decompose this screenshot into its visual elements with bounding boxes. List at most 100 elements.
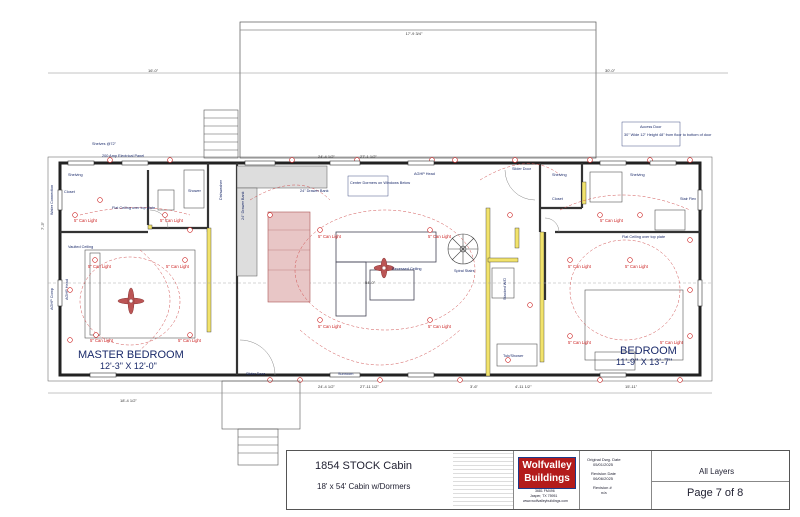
dim-c: 24'-4 1/2" <box>318 384 335 389</box>
dim-bottom-left: 18'-4 1/2" <box>120 398 137 403</box>
wiring <box>79 163 691 366</box>
note-center-dormer: Center Dormers on Windows Below <box>350 181 410 185</box>
note-shelves: Shelves @72" <box>92 142 117 146</box>
tb-title-cell: 1854 STOCK Cabin 18' x 54' Cabin w/Dorme… <box>287 451 454 509</box>
dim-d: 27'-11 1/2" <box>360 384 379 389</box>
rev-date-label: Revision Date <box>591 471 616 476</box>
dim-width-total: 54'-0" <box>365 280 376 285</box>
windows <box>57 160 703 378</box>
note-access-box <box>621 121 681 147</box>
note-dishwasher: Dishwasher <box>219 179 223 200</box>
master-fan <box>117 287 145 315</box>
layers-label: All Layers <box>699 467 735 476</box>
kitchen-counters <box>236 165 328 277</box>
can-light-label: 5" Can Light <box>428 324 452 329</box>
dim-f: 4'-11 1/2" <box>515 384 532 389</box>
brand-line-2: Buildings <box>524 473 570 484</box>
note-spiral: Spiral Stairs <box>454 269 475 273</box>
note-slider-r: Slider Door <box>512 167 532 171</box>
can-light-label: 5" Can Light <box>625 264 649 269</box>
brand-addr-2: Jasper, TX 75951 <box>530 494 558 498</box>
bath-fixtures <box>157 169 686 367</box>
note-access: Access Door <box>640 125 662 129</box>
rev-date: 06/06/2025 <box>593 476 614 481</box>
bedroom-bed <box>584 289 684 371</box>
brand-line-1: Wolfvalley <box>522 460 572 471</box>
note-dormer-box <box>347 175 389 197</box>
note-closet-l: Closet <box>64 190 76 194</box>
can-light-label: 5" Can Light <box>568 264 592 269</box>
note-stacked-wd: Stacked W/D <box>503 278 507 300</box>
orig-date: 05/01/2025 <box>593 462 614 467</box>
bedroom-name: BEDROOM <box>620 345 677 357</box>
note-stair: Stair Flex <box>680 197 696 201</box>
note-agdhp-top: AGHP Head <box>414 172 435 176</box>
rev-num-label: Revision # <box>593 485 612 490</box>
can-light-label: 5" Can Light <box>428 234 452 239</box>
can-light-label: 5" Can Light <box>90 338 114 343</box>
dim-b: 27'-1 1/2" <box>360 154 377 159</box>
living-fan <box>373 257 395 279</box>
can-light-label: 5" Can Light <box>318 324 342 329</box>
tb-notes-cell <box>453 451 514 509</box>
can-light-label: 5" Can Light <box>74 218 98 223</box>
dim-top-overall: 16'-0" <box>148 68 159 73</box>
tb-logo-cell <box>513 451 580 509</box>
note-recessed: Recessed Ceiling <box>392 267 422 271</box>
note-flat-ceiling-l: Flat Ceiling over top plate <box>112 206 155 210</box>
front-steps <box>221 380 301 466</box>
orig-date-label: Original Dwg. Date <box>587 457 621 462</box>
dim-top-wide: 17'-9 3/4" <box>406 31 423 36</box>
dim-e: 3'-6" <box>470 384 479 389</box>
note-sunroom: Sunroom <box>338 372 353 376</box>
tb-dates-cell: Original Dwg. Date 05/01/2025 Revision D… <box>579 451 652 509</box>
note-vaulted: Vaulted Ceiling <box>68 245 93 249</box>
kitchen-island <box>267 211 311 303</box>
stud-walls <box>147 181 587 377</box>
note-shelving-l: Shelving <box>68 173 83 177</box>
spiral-stairs <box>447 233 479 265</box>
exterior-walls <box>58 161 702 377</box>
company-logo: Wolfvalley Buildings <box>518 457 576 489</box>
bedroom-dims: 11'-9" X 13'-7" <box>616 357 672 367</box>
can-light-label: 5" Can Light <box>660 340 684 345</box>
can-light-label: 5" Can Light <box>178 338 202 343</box>
drawing-subtitle: 18' x 54' Cabin w/Dormers <box>317 482 411 491</box>
deck-stairs-top <box>203 109 239 159</box>
tb-divider <box>651 481 789 482</box>
drawing-title: 1854 STOCK Cabin <box>315 460 413 472</box>
note-shower: Shower <box>188 189 202 193</box>
deck-outline <box>239 21 597 159</box>
brand-web: www.wolfvalleybuildings.com <box>523 499 568 503</box>
note-shelving-r: Shelving <box>630 173 645 177</box>
master-bedroom-dims: 12'-3" X 12'-0" <box>100 361 157 371</box>
note-shelving-mid: Shelving <box>552 173 567 177</box>
rev-num: n/a <box>601 490 607 495</box>
can-light-label: 5" Can Light <box>88 264 112 269</box>
can-light-label: 5" Can Light <box>568 340 592 345</box>
note-agdhp-left: AGHP Head <box>65 279 69 300</box>
note-slider: Slider Door <box>246 372 266 376</box>
can-light-label: 5" Can Light <box>318 234 342 239</box>
dim-left-height: 7'-3" <box>40 221 45 230</box>
dim-a: 24'-4 1/2" <box>318 154 335 159</box>
can-light-label: 5" Can Light <box>600 218 624 223</box>
note-elec-panel: 200 Amp Electrical Panel <box>102 154 144 158</box>
dim-top-right: 30'-0" <box>605 68 616 73</box>
note-agdhp-comp: AGHP Comp <box>50 288 54 310</box>
note-access-sub: 30" Wide 12" Height 48" from floor to bo… <box>624 133 712 137</box>
can-light-label: 5" Can Light <box>160 218 184 223</box>
page-number: Page 7 of 8 <box>687 487 744 499</box>
dim-g: 15'-11" <box>625 384 638 389</box>
note-water-conn: Water Connection <box>50 185 54 215</box>
master-bedroom-name: MASTER BEDROOM <box>78 349 184 361</box>
note-flat-ceiling-r: Flat Ceiling over top plate <box>622 235 665 239</box>
can-light-label: 5" Can Light <box>166 264 190 269</box>
note-drawer-bank-r: 24" Drawer Bank <box>300 189 329 193</box>
title-block: 1854 STOCK Cabin 18' x 54' Cabin w/Dorme… <box>286 450 790 510</box>
electrical-symbols <box>67 157 693 383</box>
note-closet-r: Closet <box>552 197 564 201</box>
note-drawer-bank-l: 24" Drawer Bank <box>241 191 245 220</box>
brand-addr-1: 3681 FM496 <box>535 489 555 493</box>
